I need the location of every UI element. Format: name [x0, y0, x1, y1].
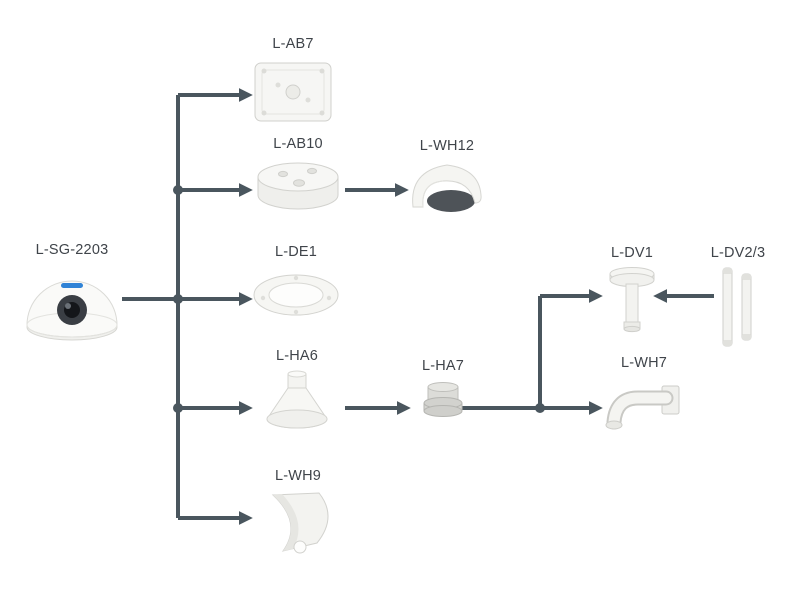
pendant-cap-adapter-image — [266, 370, 328, 429]
node-dv23-label: L-DV2/3 — [710, 245, 766, 261]
extension-poles-image — [722, 267, 752, 347]
weather-hood-image — [412, 164, 482, 212]
node-de1-label: L-DE1 — [274, 244, 318, 260]
ceiling-mount-ring-image — [253, 274, 339, 316]
junction-dot — [173, 403, 183, 413]
junction-dot — [535, 403, 545, 413]
node-wh7: L-WH7 — [596, 355, 692, 438]
square-junction-box-image — [254, 62, 332, 122]
node-ha6: L-HA6 — [252, 348, 342, 435]
wall-bracket-image — [271, 492, 329, 554]
node-de1: L-DE1 — [248, 244, 344, 323]
node-wh12-label: L-WH12 — [419, 138, 475, 154]
dome-camera-image — [26, 280, 118, 341]
node-wh9: L-WH9 — [252, 468, 344, 557]
node-camera: L-SG-2203 — [16, 242, 128, 343]
node-ha7-label: L-HA7 — [421, 358, 465, 374]
node-wh7-label: L-WH7 — [620, 355, 668, 371]
junction-dot — [173, 294, 183, 304]
node-dv1-label: L-DV1 — [610, 245, 654, 261]
node-wh12: L-WH12 — [404, 138, 490, 215]
wall-mount-arm-image — [605, 385, 680, 430]
node-dv1: L-DV1 — [598, 245, 666, 336]
node-ab7-label: L-AB7 — [272, 36, 314, 52]
node-ab7: L-AB7 — [250, 36, 336, 127]
node-camera-label: L-SG-2203 — [35, 242, 109, 258]
node-wh9-label: L-WH9 — [274, 468, 322, 484]
node-ab10: L-AB10 — [250, 136, 346, 219]
round-junction-box-image — [257, 162, 339, 210]
node-ha7: L-HA7 — [408, 358, 478, 423]
node-ab10-label: L-AB10 — [273, 136, 323, 152]
brand-logo — [61, 283, 83, 288]
node-ha6-label: L-HA6 — [275, 348, 319, 364]
mount-adapter-image — [423, 382, 463, 417]
node-dv23: L-DV2/3 — [702, 245, 774, 350]
junction-dot — [173, 185, 183, 195]
pendant-pipe-image — [609, 267, 655, 333]
